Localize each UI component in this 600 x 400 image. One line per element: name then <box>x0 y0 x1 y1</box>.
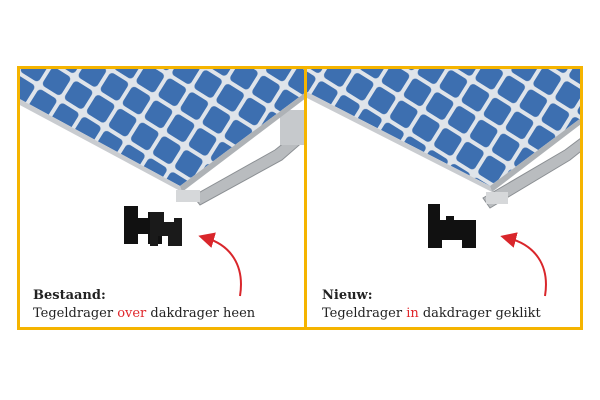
caption-text: dakdrager geklikt <box>418 306 541 321</box>
caption-existing: Bestaand: Tegeldrager over dakdrager hee… <box>33 287 255 323</box>
caption-title: Nieuw: <box>322 288 373 303</box>
caption-title: Bestaand: <box>33 288 106 303</box>
caption-text: dakdrager heen <box>146 306 256 321</box>
arrow-icon <box>198 232 242 297</box>
panel-divider <box>304 66 307 330</box>
caption-text: Tegeldrager <box>33 306 118 321</box>
solar-panel-existing <box>20 69 304 297</box>
comparison-frame <box>17 66 583 330</box>
caption-text: Tegeldrager <box>322 306 407 321</box>
arrow-icon <box>500 232 547 297</box>
solar-panel-new <box>307 69 580 297</box>
caption-highlight: over <box>117 306 147 321</box>
caption-new: Nieuw: Tegeldrager in dakdrager geklikt <box>322 287 541 323</box>
caption-highlight: in <box>406 306 419 321</box>
